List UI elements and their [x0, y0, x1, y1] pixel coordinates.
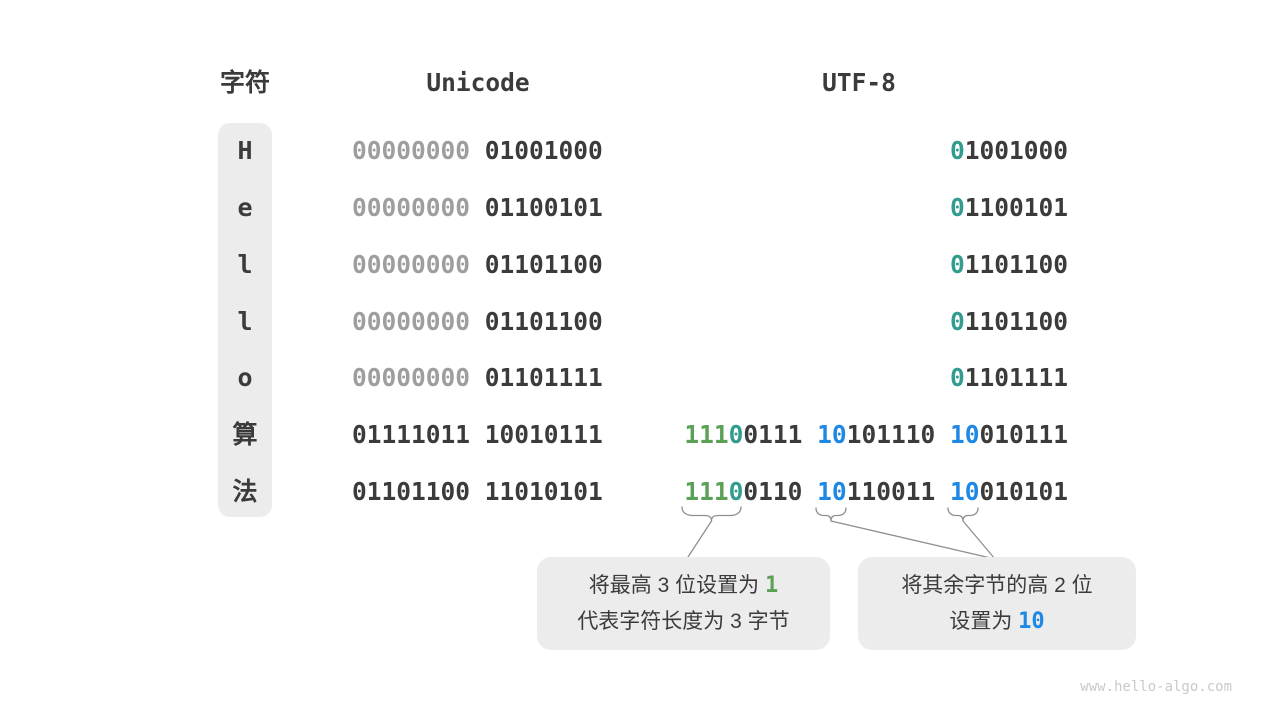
annotation-box-high-bits: 将最高 3 位设置为 1 代表字符长度为 3 字节	[537, 557, 830, 650]
character-strip	[218, 123, 272, 517]
utf8-binary: 01101111	[950, 363, 1068, 393]
annotation-continuation-line1: 将其余字节的高 2 位	[901, 573, 1093, 597]
bit-segment: 11010101	[484, 477, 603, 507]
bit-segment: 01101100	[484, 306, 603, 336]
bit-segment: 00000000	[352, 192, 471, 222]
bit-segment: 0111	[743, 420, 803, 450]
character-cell: 法	[232, 477, 258, 507]
bit-segment: 00000000	[352, 306, 471, 336]
bit-segment: 10	[949, 420, 980, 450]
connector-line-continuation-2	[962, 520, 996, 560]
bit-segment: 1100101	[964, 192, 1068, 222]
bit-segment: 00000000	[352, 249, 471, 279]
bit-segment: 0	[949, 363, 965, 393]
unicode-column-header: Unicode	[426, 68, 530, 97]
bit-segment: 00000000	[352, 363, 471, 393]
annotation-high-bits-line2: 代表字符长度为 3 字节	[577, 609, 790, 633]
unicode-binary: 00000000 01100101	[352, 193, 603, 223]
annotation-text: 设置为	[949, 609, 1019, 633]
bit-segment: 111	[684, 420, 729, 450]
connector-line-continuation-1	[830, 520, 996, 560]
bit-segment: 0	[728, 477, 744, 507]
character-cell: H	[237, 136, 253, 165]
highlight-bit-1: 1	[764, 572, 779, 598]
bit-segment: 1001000	[964, 136, 1068, 165]
utf8-column-header: UTF-8	[822, 68, 896, 97]
character-cell: l	[237, 249, 253, 279]
bit-segment: 01101100	[352, 477, 471, 507]
bit-segment: 110011	[846, 477, 936, 507]
bit-segment: 10010111	[484, 420, 603, 450]
brace-continuation-bits-1	[815, 507, 847, 522]
bit-segment: 1101111	[964, 363, 1068, 393]
character-cell: l	[237, 306, 253, 336]
bit-segment: 111	[684, 477, 729, 507]
unicode-binary: 00000000 01101100	[352, 250, 603, 280]
bit-segment: 00000000	[352, 136, 471, 165]
bit-segment: 0	[728, 420, 744, 450]
brace-continuation-bits-2	[947, 507, 979, 522]
bit-segment: 01001000	[484, 136, 603, 165]
utf8-binary: 01100101	[950, 193, 1068, 223]
bit-segment: 01101100	[484, 249, 603, 279]
unicode-binary: 01111011 10010111	[352, 420, 603, 450]
utf8-binary: 11100111 10101110 10010111	[684, 420, 1068, 450]
bit-segment: 01111011	[352, 420, 471, 450]
bit-segment: 0	[949, 192, 965, 222]
bit-segment: 010101	[979, 477, 1068, 507]
bit-segment: 0	[949, 136, 965, 165]
unicode-binary: 01101100 11010101	[352, 477, 603, 507]
unicode-binary: 00000000 01001000	[352, 136, 603, 166]
highlight-bits-10: 10	[1018, 608, 1045, 634]
annotation-text: 将最高 3 位设置为	[588, 573, 765, 597]
bit-segment: 1101100	[964, 306, 1068, 336]
unicode-binary: 00000000 01101100	[352, 307, 603, 337]
brace-high-bits	[681, 506, 742, 522]
character-cell: 算	[232, 420, 258, 450]
unicode-binary: 00000000 01101111	[352, 363, 603, 393]
connector-line-high-bits	[687, 520, 713, 558]
bit-segment: 0	[949, 306, 965, 336]
bit-segment: 10	[949, 477, 980, 507]
utf8-binary: 01001000	[950, 136, 1068, 166]
character-cell: o	[237, 363, 253, 393]
watermark: www.hello-algo.com	[1080, 679, 1232, 695]
bit-segment: 01101111	[484, 363, 603, 393]
annotation-high-bits-line1: 将最高 3 位设置为 1	[537, 568, 830, 604]
utf8-binary: 11100110 10110011 10010101	[684, 477, 1068, 507]
bit-segment: 0110	[743, 477, 803, 507]
character-cell: e	[237, 192, 253, 222]
bit-segment: 010111	[979, 420, 1068, 450]
bit-segment: 10	[817, 420, 847, 450]
annotation-continuation-line2: 设置为 10	[858, 604, 1136, 640]
bit-segment: 101110	[846, 420, 936, 450]
bit-segment: 0	[949, 249, 965, 279]
char-column-header: 字符	[219, 69, 271, 97]
bit-segment: 10	[817, 477, 847, 507]
utf8-binary: 01101100	[950, 307, 1068, 337]
annotation-box-continuation-bits: 将其余字节的高 2 位 设置为 10	[858, 557, 1136, 650]
utf8-binary: 01101100	[950, 250, 1068, 280]
bit-segment: 01100101	[484, 192, 603, 222]
bit-segment: 1101100	[964, 249, 1068, 279]
